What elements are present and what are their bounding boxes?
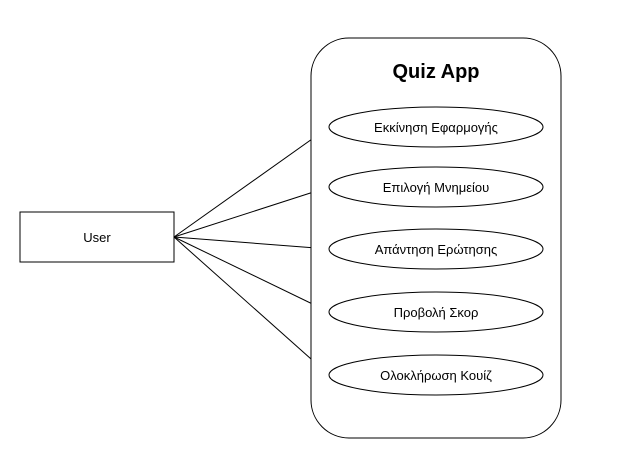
association-line-1: [173, 126, 330, 238]
associations: [173, 126, 330, 376]
use-case-label: Απάντηση Ερώτησης: [375, 242, 498, 257]
use-case-1[interactable]: Εκκίνηση Εφαρμογής: [328, 106, 544, 148]
association-line-4: [173, 236, 330, 313]
use-case-ellipse: [328, 354, 544, 396]
association-line-2: [173, 185, 330, 238]
use-case-3[interactable]: Απάντηση Ερώτησης: [328, 228, 544, 270]
association-line-5: [173, 236, 330, 376]
actor-box: [19, 211, 175, 263]
use-case-label: Επιλογή Μνημείου: [383, 180, 489, 195]
use-case-label: Εκκίνηση Εφαρμογής: [374, 120, 498, 135]
use-case-5[interactable]: Ολοκλήρωση Κουίζ: [328, 354, 544, 396]
use-case-4[interactable]: Προβολή Σκορ: [328, 291, 544, 333]
actor[interactable]: User: [19, 211, 175, 263]
use-case-label: Προβολή Σκορ: [394, 305, 479, 320]
use-case-ellipse: [328, 291, 544, 333]
actor-label: User: [83, 230, 111, 245]
use-case-label: Ολοκλήρωση Κουίζ: [380, 368, 492, 383]
association-line-3: [173, 236, 330, 254]
use-case-ellipse: [328, 166, 544, 208]
system-title: Quiz App: [392, 61, 479, 83]
use-case-ellipse: [328, 228, 544, 270]
use-case-2[interactable]: Επιλογή Μνημείου: [328, 166, 544, 208]
use-case-ellipse: [328, 106, 544, 148]
